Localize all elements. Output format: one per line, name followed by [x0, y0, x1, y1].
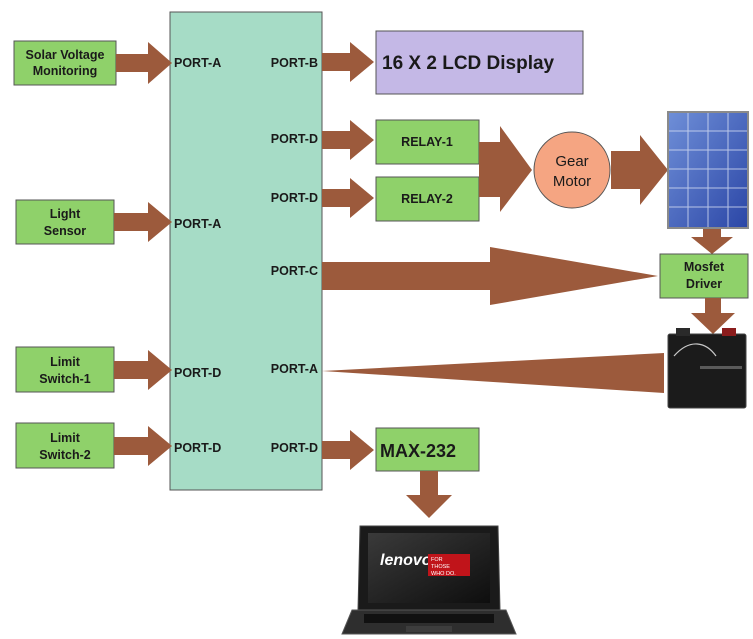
- port-label-right-5: PORT-A: [271, 362, 318, 376]
- arrow-panel-to-mosfet: [691, 229, 733, 254]
- arrow-motor-to-panel: [611, 135, 668, 205]
- mosfet-driver-label-line2: Driver: [686, 277, 722, 291]
- relay-2-label: RELAY-2: [401, 192, 453, 206]
- mosfet-driver-box: [659, 253, 749, 299]
- arrow-battery-to-mcu: [322, 353, 664, 393]
- arrow-mcu-to-mosfet: [322, 247, 658, 305]
- gear-motor-label-line1: Gear: [555, 153, 588, 170]
- arrow-max232-to-laptop: [406, 471, 452, 518]
- limit-switch-2-label-line2: Switch-2: [39, 448, 90, 462]
- solar-voltage-box: Solar Voltage Monitoring: [13, 40, 117, 86]
- microcontroller-block: [169, 11, 323, 491]
- limit-switch-1-label-line2: Switch-1: [39, 372, 90, 386]
- port-label-right-2: PORT-D: [271, 132, 318, 146]
- max232-box: [375, 427, 480, 472]
- mosfet-driver-label-line1: Mosfet: [684, 260, 725, 274]
- arrow-light-to-mcu: [114, 202, 172, 242]
- port-label-right-1: PORT-B: [271, 56, 318, 70]
- limit-switch-2-label-line1: Limit: [50, 431, 81, 445]
- arrow-limit1-to-mcu: [114, 350, 172, 390]
- limit-switch-2-box: Limit Switch-2: [15, 422, 115, 469]
- gear-motor-label-line2: Motor: [553, 173, 591, 190]
- light-sensor-box: Light Sensor: [15, 199, 115, 245]
- max232-label: MAX-232: [380, 441, 456, 461]
- port-label-right-6: PORT-D: [271, 441, 318, 455]
- laptop-tagline-line2: THOSE: [431, 564, 450, 570]
- light-sensor-label-line2: Sensor: [44, 224, 87, 238]
- port-label-left-2: PORT-A: [174, 217, 221, 231]
- arrow-mcu-to-relay1: [322, 120, 374, 160]
- port-label-left-3: PORT-D: [174, 366, 221, 380]
- battery-image: [667, 328, 747, 409]
- laptop-tagline-line1: FOR: [431, 557, 443, 563]
- port-label-left-4: PORT-D: [174, 441, 221, 455]
- port-label-left-1: PORT-A: [174, 56, 221, 70]
- laptop-tagline-line3: WHO DO.: [431, 571, 456, 577]
- relay-2-box: [375, 176, 480, 222]
- solar-panel-image: [667, 111, 749, 229]
- limit-switch-1-label-line1: Limit: [50, 355, 81, 369]
- solar-voltage-label-line1: Solar Voltage: [26, 48, 105, 62]
- laptop-image: lenovo FOR THOSE WHO DO.: [341, 525, 517, 635]
- solar-voltage-label-line2: Monitoring: [33, 64, 98, 78]
- arrow-mosfet-to-battery: [691, 298, 735, 334]
- relay-1-box: [375, 119, 480, 165]
- arrow-mcu-to-lcd: [322, 42, 374, 82]
- arrow-relays-to-motor: [479, 126, 532, 212]
- laptop-brand-logo: lenovo: [380, 552, 432, 569]
- arrow-solar-to-mcu: [116, 42, 172, 84]
- relay-1-label: RELAY-1: [401, 135, 453, 149]
- limit-switch-1-box: Limit Switch-1: [15, 346, 115, 393]
- arrow-mcu-to-relay2: [322, 178, 374, 218]
- port-label-right-3: PORT-D: [271, 191, 318, 205]
- light-sensor-label-line1: Light: [50, 207, 81, 221]
- lcd-display-box: [375, 30, 584, 95]
- port-label-right-4: PORT-C: [271, 264, 318, 278]
- arrow-mcu-to-max232: [322, 430, 374, 470]
- arrow-limit2-to-mcu: [114, 426, 172, 466]
- lcd-display-label: 16 X 2 LCD Display: [382, 53, 555, 74]
- gear-motor-circle: [533, 131, 611, 209]
